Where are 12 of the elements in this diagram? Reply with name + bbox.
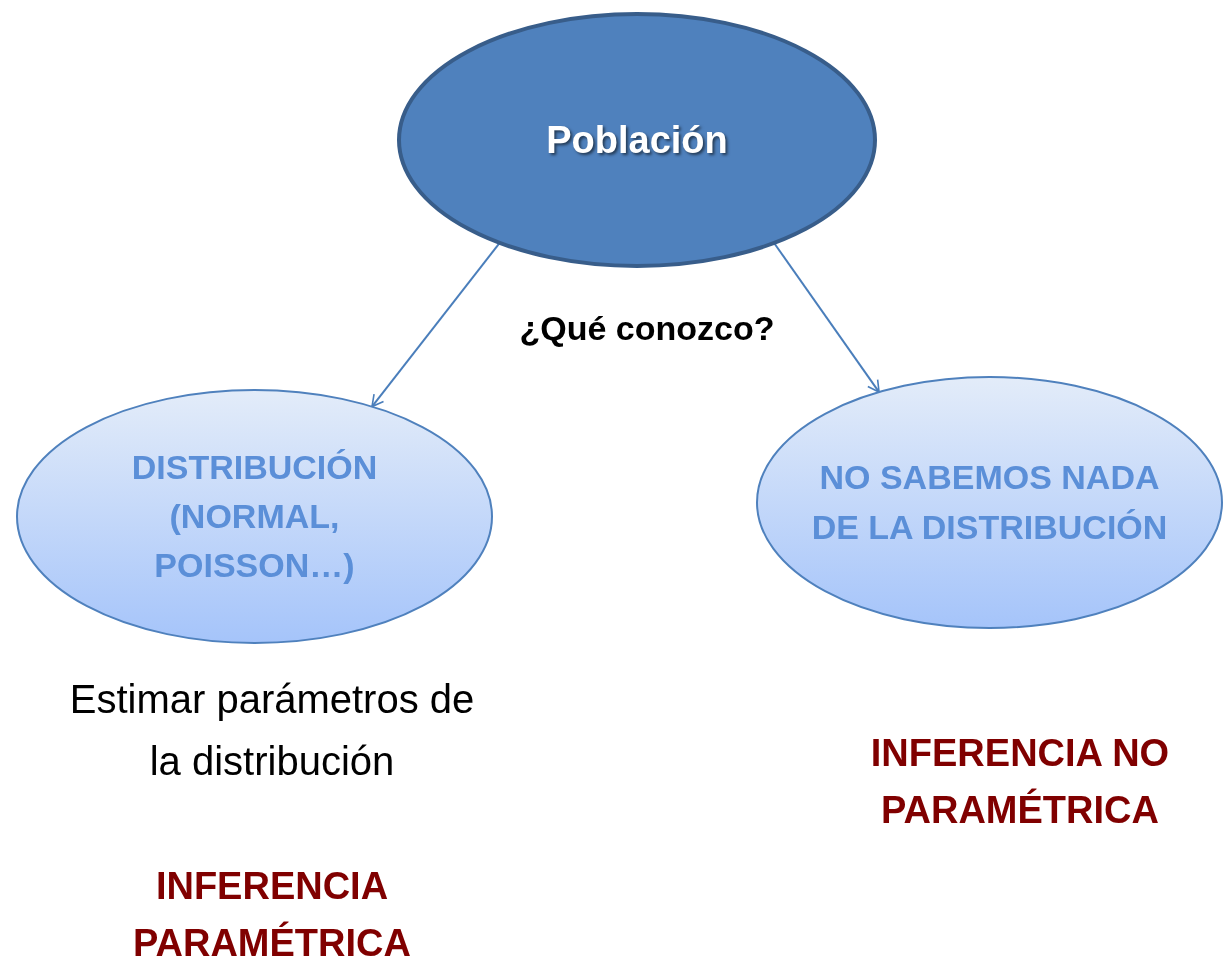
node-label: Población [546, 118, 728, 162]
question-text: ¿Qué conozco? [519, 308, 775, 348]
description-text: Estimar parámetros de la distribución [68, 676, 476, 785]
ellipse-node [397, 12, 877, 268]
arrow [773, 242, 881, 394]
arrow [371, 241, 501, 408]
node-label: DISTRIBUCIÓN (NORMAL, POISSON…) [130, 446, 379, 587]
conclusion-text: INFERENCIA NO PARAMÉTRICA [869, 731, 1171, 833]
node-label: NO SABEMOS NADA DE LA DISTRIBUCIÓN [810, 457, 1169, 548]
ellipse-node [15, 388, 494, 645]
conclusion-text: INFERENCIA PARAMÉTRICA [132, 864, 412, 966]
ellipse-node [755, 375, 1224, 630]
